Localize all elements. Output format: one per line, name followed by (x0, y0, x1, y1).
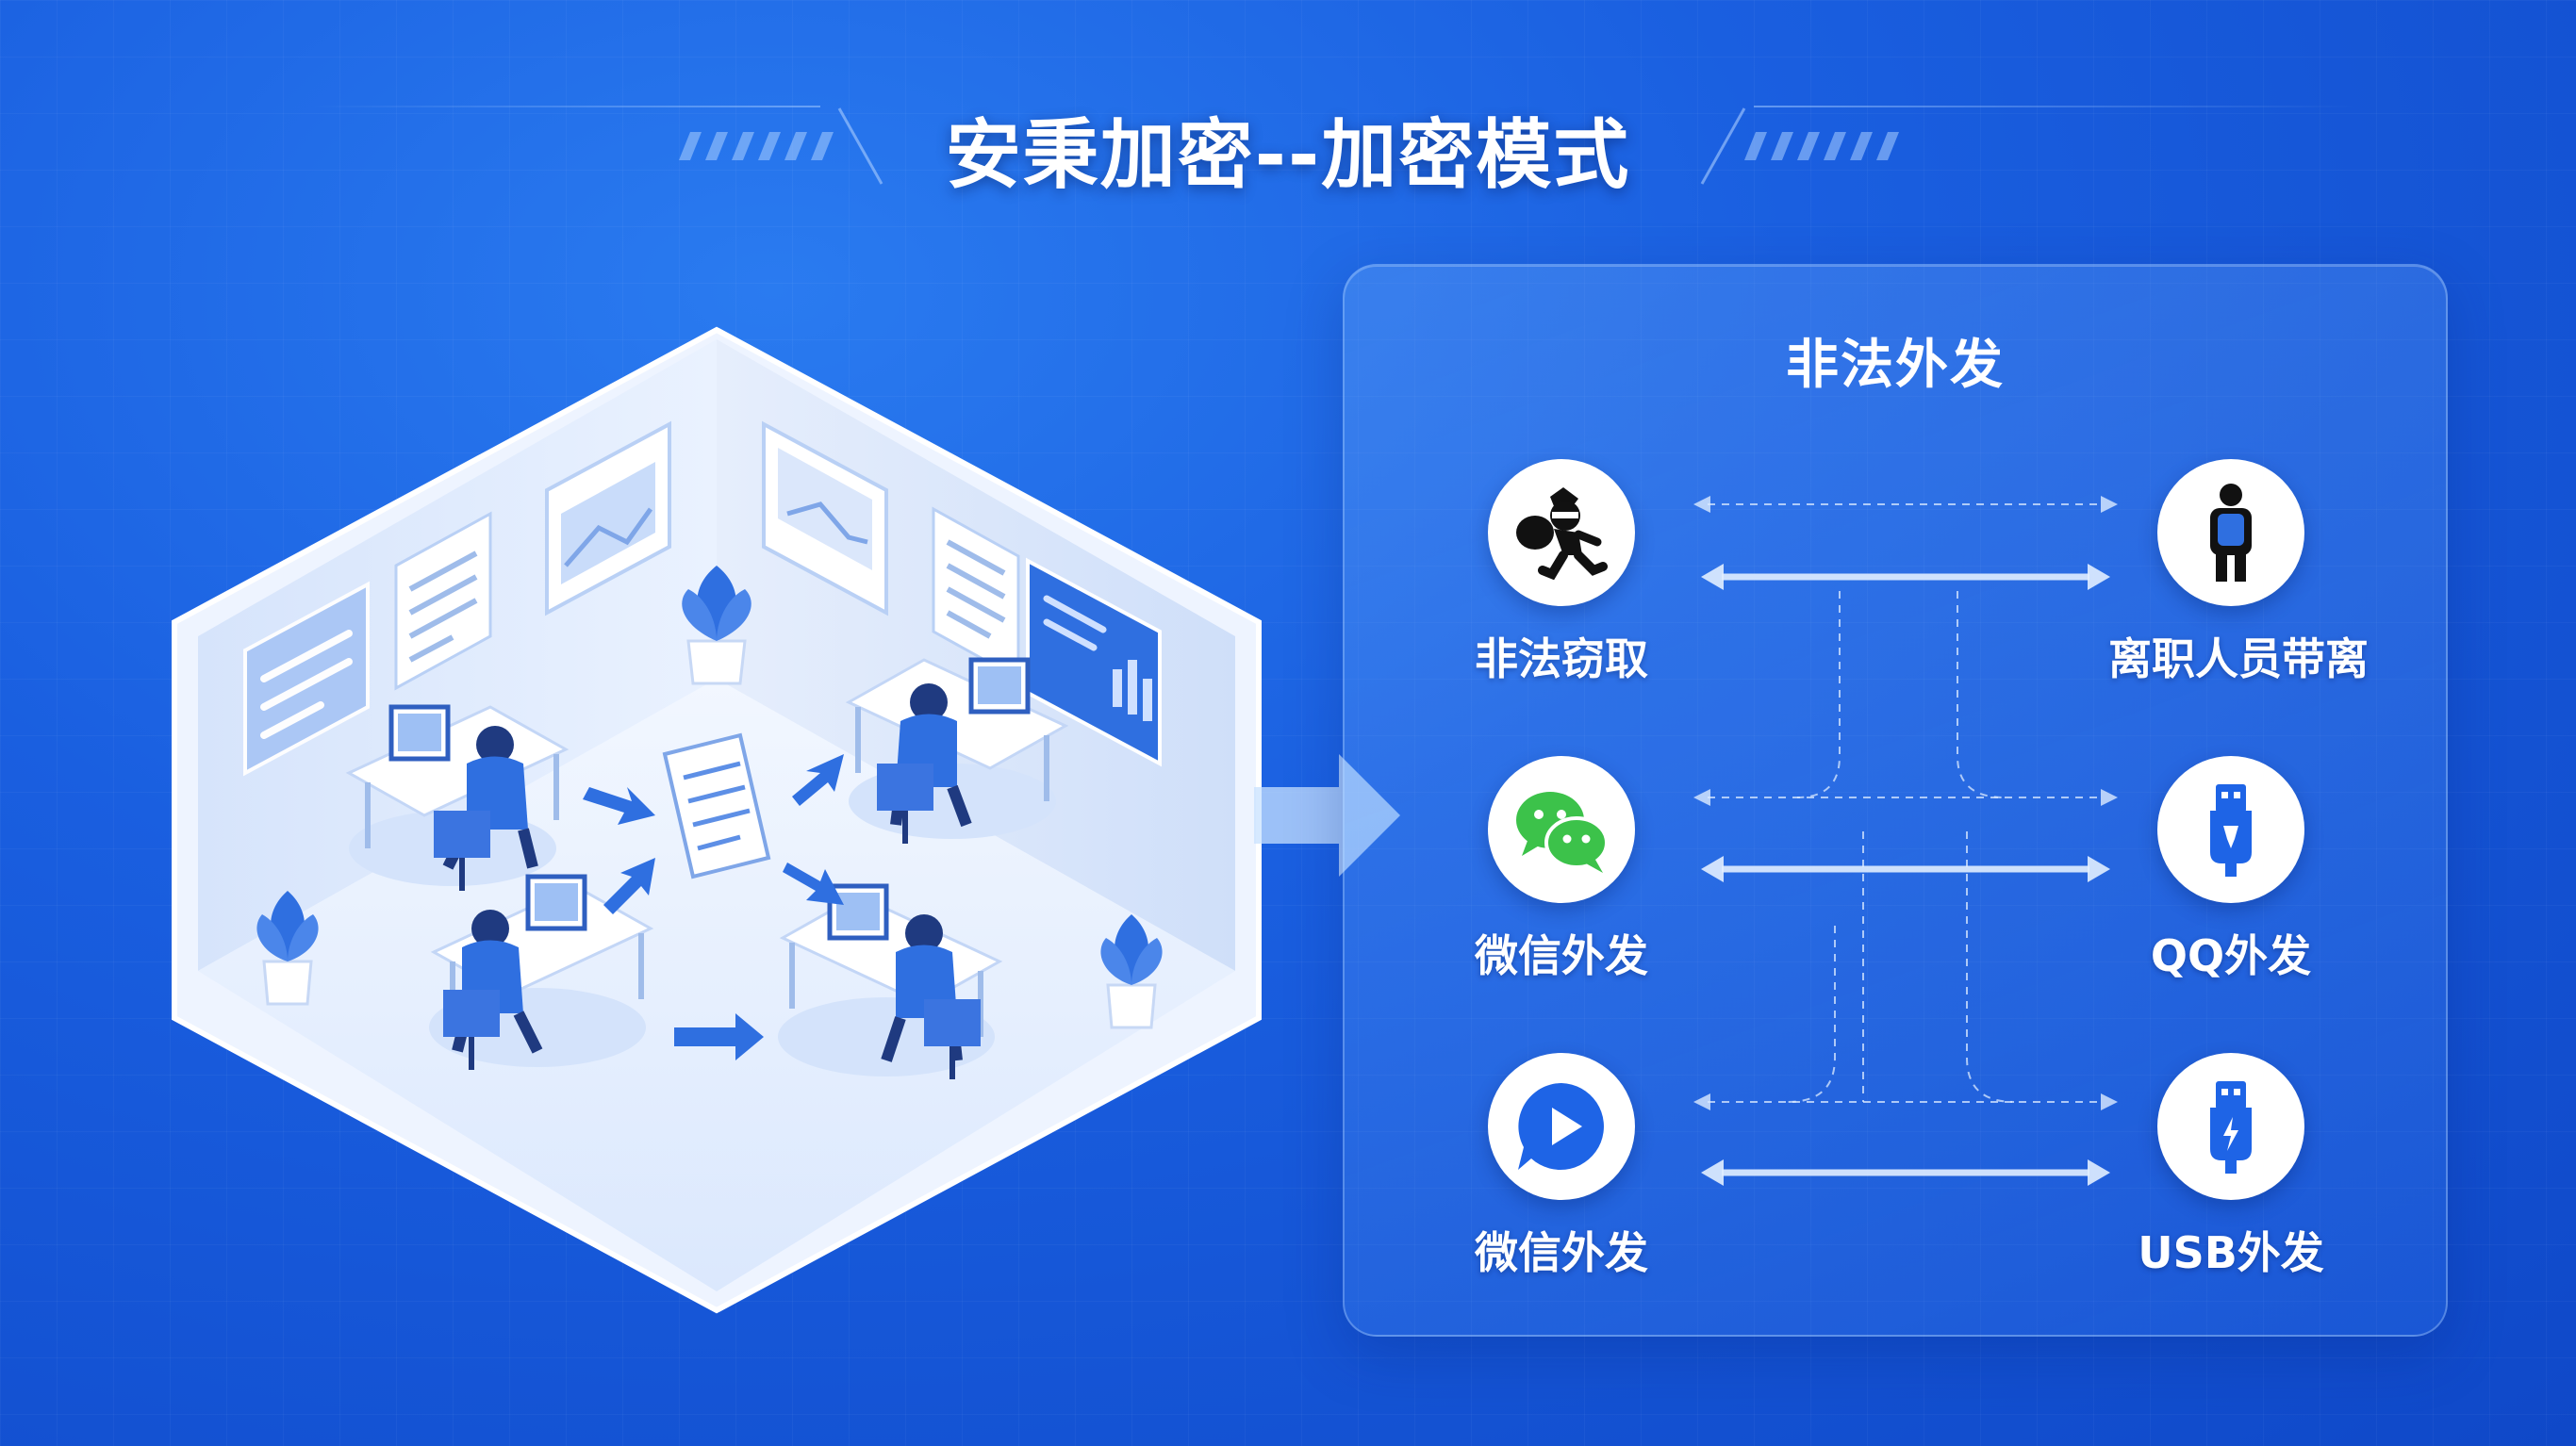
title-line-right (1754, 106, 2357, 107)
workstation-bottom-right (778, 883, 1003, 1079)
panel-title: 非法外发 (1786, 335, 2005, 396)
node-icon-circle (1488, 1053, 1635, 1200)
node-icon-circle (1488, 459, 1635, 606)
illegal-outbound-panel: 非法外发 (1343, 264, 2448, 1337)
left-wall-document (394, 511, 492, 691)
node-wechat-outbound: 微信外发 (1439, 756, 1684, 984)
wechat-icon (1516, 792, 1609, 873)
plant-right (1100, 914, 1163, 1029)
node-label: 离职人员带离 (2108, 633, 2369, 684)
usb-icon (2210, 784, 2252, 877)
right-wall-picture (762, 420, 888, 616)
node-label: QQ外发 (2150, 930, 2312, 981)
workstation-bottom-left (429, 874, 654, 1070)
node-icon-circle (2157, 459, 2304, 606)
title-deco-left (679, 107, 883, 185)
node-wechat-outbound-2: 微信外发 (1439, 1053, 1684, 1281)
node-illegal-theft: 非法窃取 (1439, 459, 1684, 687)
node-label: 微信外发 (1475, 930, 1648, 981)
node-qq-outbound: QQ外发 (2108, 756, 2353, 984)
node-departing-staff: 离职人员带离 (2108, 459, 2369, 687)
left-wall-panel (243, 581, 370, 777)
node-usb-outbound: USB外发 (2108, 1053, 2353, 1281)
node-label: 非法窃取 (1475, 633, 1648, 684)
title-deco-right (1700, 107, 1899, 185)
node-icon-circle (2157, 1053, 2304, 1200)
person-backpack-icon (2210, 484, 2252, 582)
connector-lines (1693, 496, 2118, 1186)
workstation-top-left (345, 704, 570, 891)
page-title: 安秉加密--加密模式 (945, 111, 1631, 199)
node-label: USB外发 (2138, 1227, 2324, 1278)
usb-icon (2210, 1081, 2252, 1174)
left-wall-picture (545, 420, 671, 616)
node-icon-circle (1488, 756, 1635, 903)
thief-icon (1516, 487, 1608, 581)
flow-arrows (583, 754, 844, 1060)
big-arrow-right (1254, 754, 1400, 877)
title-line-left (311, 106, 820, 107)
video-play-icon (1518, 1083, 1604, 1170)
node-icon-circle (2157, 756, 2304, 903)
plant-back (682, 566, 751, 685)
central-document-icon (662, 732, 771, 879)
plant-left (256, 891, 319, 1006)
workstation-top-right (845, 657, 1069, 844)
right-wall-chart-panel (1026, 557, 1162, 767)
node-label: 微信外发 (1475, 1227, 1648, 1278)
isometric-office-illustration (172, 326, 1262, 1314)
